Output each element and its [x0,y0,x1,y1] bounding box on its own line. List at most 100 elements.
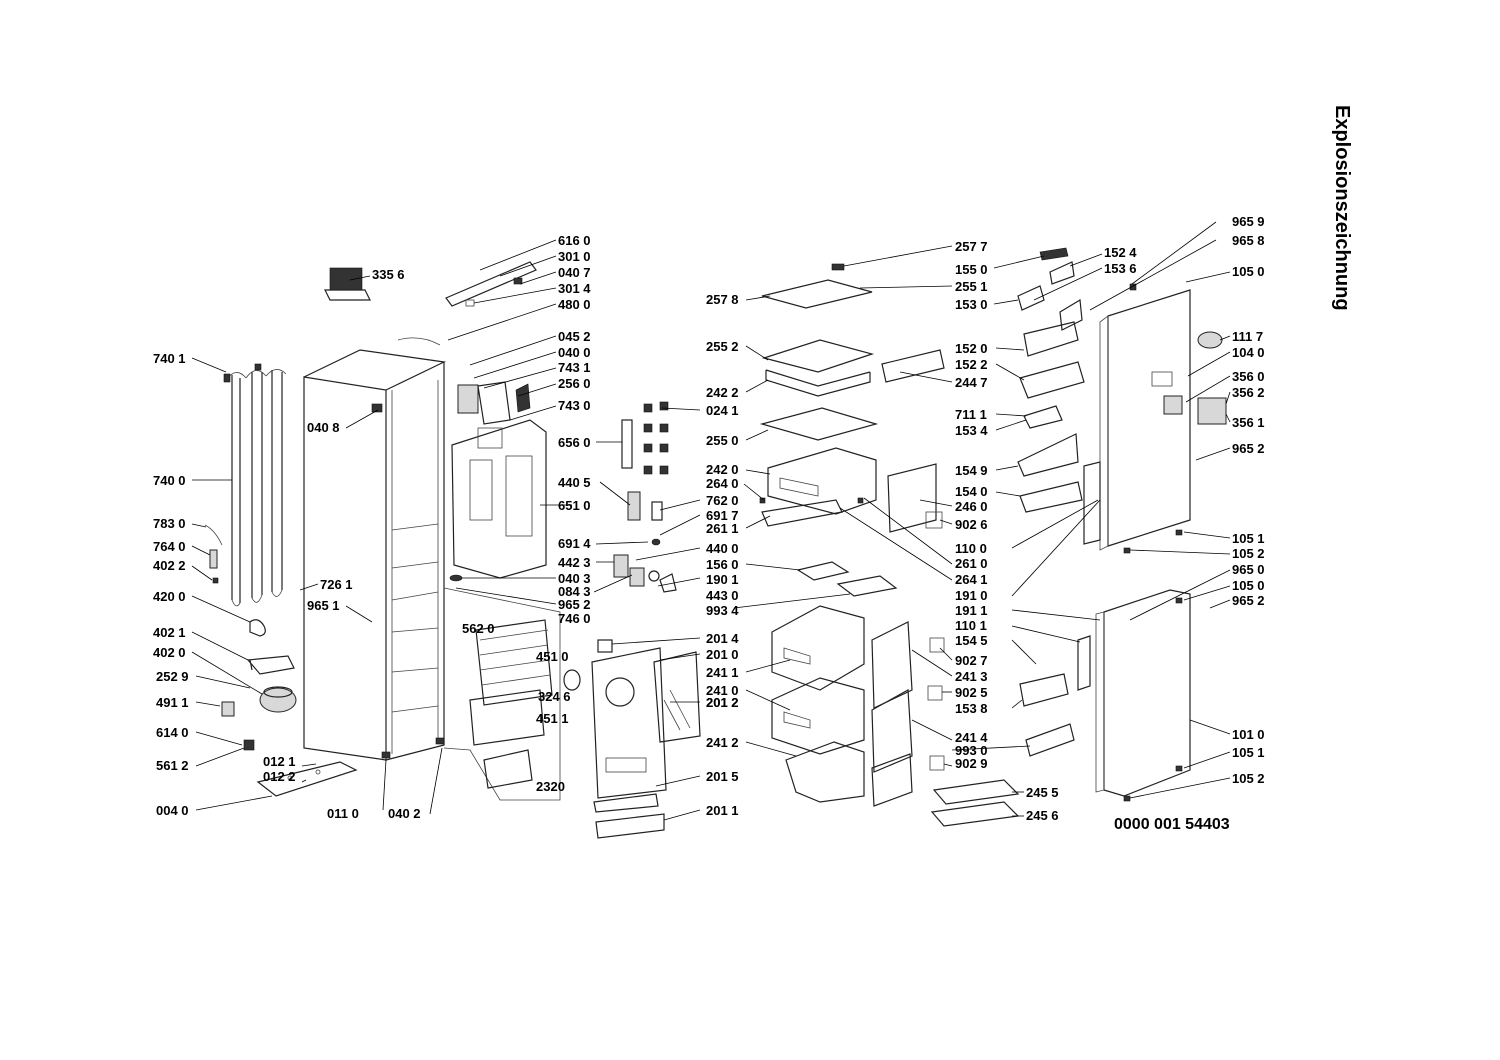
part-label: 201 1 [706,803,739,818]
top-panel-parts [445,261,537,425]
part-label: 155 0 [955,262,988,277]
part-label: 264 0 [706,476,739,491]
part-label: 105 1 [1232,531,1265,546]
part-label: 2320 [536,779,565,794]
part-label: 440 0 [706,541,739,556]
part-label: 105 2 [1232,771,1265,786]
part-label: 012 2 [263,769,296,784]
part-label: 402 2 [153,558,186,573]
fan-cover [591,639,701,839]
part-label: 965 8 [1232,233,1265,248]
part-label: 965 1 [307,598,340,613]
part-label: 244 7 [955,375,988,390]
part-label: 902 7 [955,653,988,668]
shelves-drawers [759,263,1075,827]
part-label: 993 4 [706,603,739,618]
part-label: 190 1 [706,572,739,587]
part-label: 965 9 [1232,214,1265,229]
part-label: 301 4 [558,281,591,296]
door-balconies [1017,247,1085,707]
part-label: 105 0 [1232,578,1265,593]
part-label: 651 0 [558,498,591,513]
small-parts-left [204,267,371,797]
part-label: 261 1 [706,521,739,536]
part-label: 241 0 [706,683,739,698]
part-label: 451 1 [536,711,569,726]
lower-door [1077,589,1191,802]
part-label: 040 8 [307,420,340,435]
part-label: 993 0 [955,743,988,758]
part-label: 152 2 [955,357,988,372]
part-label: 111 7 [1232,329,1264,344]
part-label: 241 2 [706,735,739,750]
part-label: 084 3 [558,584,591,599]
part-label: 902 5 [955,685,988,700]
part-label: 965 0 [1232,562,1265,577]
leader-lines [191,221,1231,821]
part-label: 743 0 [558,398,591,413]
part-label: 255 1 [955,279,988,294]
part-label: 402 0 [153,645,186,660]
part-label: 242 2 [706,385,739,400]
part-label: 965 2 [1232,441,1265,456]
part-label: 257 7 [955,239,988,254]
part-label: 154 9 [955,463,988,478]
part-label: 562 0 [462,621,495,636]
drawing-title: Explosionszeichnung [1331,105,1353,311]
part-label: 156 0 [706,557,739,572]
upper-door [1083,283,1227,554]
part-label: 255 2 [706,339,739,354]
part-label: 902 9 [955,756,988,771]
part-label: 153 6 [1104,261,1137,276]
part-label: 616 0 [558,233,591,248]
part-label: 480 0 [558,297,591,312]
part-label: 153 4 [955,423,988,438]
part-label: 443 0 [706,588,739,603]
evaporator-panel [451,419,547,579]
part-label: 191 0 [955,588,988,603]
part-label: 154 5 [955,633,988,648]
part-label: 241 4 [955,730,988,745]
part-label: 110 1 [955,618,987,633]
part-label: 614 0 [156,725,189,740]
part-label: 256 0 [558,376,591,391]
cabinet [303,337,447,761]
part-label: 045 2 [558,329,591,344]
part-label: 335 6 [372,267,405,282]
part-label: 420 0 [153,589,186,604]
part-label: 201 4 [706,631,739,646]
part-label: 040 2 [388,806,421,821]
part-label: 440 5 [558,475,591,490]
part-label: 965 2 [1232,593,1265,608]
part-label: 191 1 [955,603,988,618]
part-label: 356 2 [1232,385,1265,400]
fan-evaporator-assembly [443,587,581,801]
part-label: 040 7 [558,265,591,280]
condenser-coil [223,363,287,607]
part-label: 451 0 [536,649,569,664]
part-label: 561 2 [156,758,189,773]
part-label: 764 0 [153,539,186,554]
part-label: 356 0 [1232,369,1265,384]
document-number: 0000 001 54403 [1114,816,1230,833]
part-label: 105 1 [1232,745,1265,760]
part-label: 040 0 [558,345,591,360]
part-label: 201 2 [706,695,739,710]
part-label: 711 1 [955,407,987,422]
part-label: 257 8 [706,292,739,307]
part-label: 264 1 [955,572,988,587]
part-label: 004 0 [156,803,189,818]
part-label: 746 0 [558,611,591,626]
part-label: 104 0 [1232,345,1265,360]
part-label: 261 0 [955,556,988,571]
part-label: 241 1 [706,665,739,680]
part-label: 743 1 [558,360,591,375]
part-label: 783 0 [153,516,186,531]
part-label: 691 4 [558,536,591,551]
part-label: 152 0 [955,341,988,356]
part-label: 324 6 [538,689,571,704]
part-label: 105 2 [1232,546,1265,561]
part-label: 110 0 [955,541,987,556]
part-label: 762 0 [706,493,739,508]
